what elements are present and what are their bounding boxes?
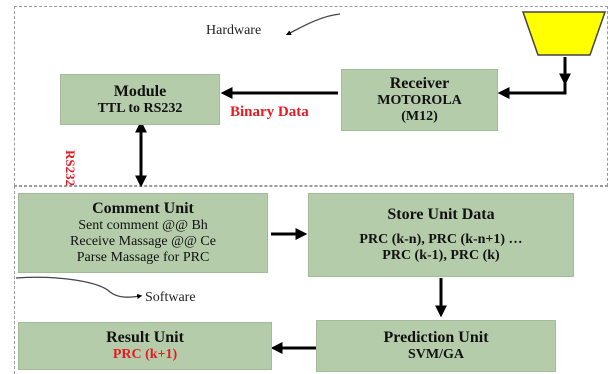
store-unit-title: Store Unit Data <box>387 206 495 223</box>
result-unit-box: Result Unit PRC (k+1) <box>18 322 272 370</box>
arrow-antenna-to-receiver <box>497 57 567 99</box>
store-unit-line-1: PRC (k-n), PRC (k-n+1) … <box>359 232 523 247</box>
comment-unit-line-1: Sent comment @@ Bh <box>78 218 208 233</box>
binary-data-label: Binary Data <box>230 104 309 120</box>
receiver-model: MOTOROLA <box>377 93 462 108</box>
receiver-model-code: (M12) <box>401 109 438 124</box>
store-unit-line-2: PRC (k-1), PRC (k) <box>382 248 500 263</box>
rs232-label: RS232 <box>63 150 78 187</box>
store-unit-box: Store Unit Data PRC (k-n), PRC (k-n+1) …… <box>308 193 574 277</box>
antenna-icon <box>521 11 607 56</box>
comment-unit-line-3: Parse Massage for PRC <box>76 250 210 265</box>
hardware-label-pointer <box>285 13 341 36</box>
comment-unit-line-2: Receive Massage @@ Ce <box>70 234 216 249</box>
receiver-box: Receiver MOTOROLA (M12) <box>341 69 498 131</box>
module-title: Module <box>113 82 167 100</box>
comment-unit-title: Comment Unit <box>92 200 194 217</box>
prediction-unit-title: Prediction Unit <box>383 329 489 346</box>
result-unit-value: PRC (k+1) <box>112 347 178 362</box>
module-subtitle: TTL to RS232 <box>97 100 183 116</box>
software-label-pointer <box>15 276 143 300</box>
receiver-title: Receiver <box>389 75 450 92</box>
module-box: Module TTL to RS232 <box>60 74 220 125</box>
comment-unit-box: Comment Unit Sent comment @@ Bh Receive … <box>18 193 268 273</box>
software-region <box>14 186 608 374</box>
software-label: Software <box>145 290 196 305</box>
prediction-unit-method: SVM/GA <box>408 347 464 362</box>
prediction-unit-box: Prediction Unit SVM/GA <box>316 320 556 372</box>
result-unit-title: Result Unit <box>106 329 184 346</box>
hardware-label: Hardware <box>206 23 262 38</box>
